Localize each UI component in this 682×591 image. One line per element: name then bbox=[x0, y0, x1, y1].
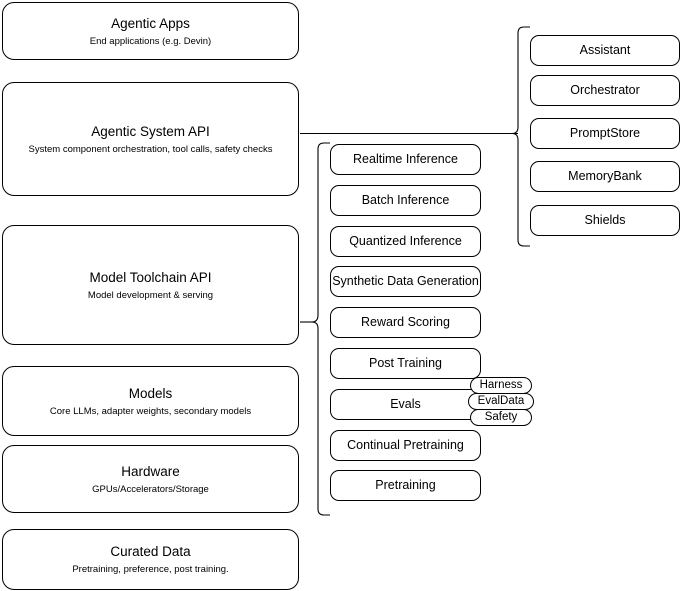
capability-box-continual-pretraining[interactable]: Continual Pretraining bbox=[330, 430, 481, 461]
capability-box-post-training[interactable]: Post Training bbox=[330, 348, 481, 379]
component-label: PromptStore bbox=[569, 126, 641, 140]
capability-label: Synthetic Data Generation bbox=[332, 274, 479, 288]
component-label: Assistant bbox=[579, 43, 631, 57]
component-box-assistant[interactable]: Assistant bbox=[530, 35, 680, 66]
capability-label: Batch Inference bbox=[361, 193, 450, 207]
capability-box-batch-inference[interactable]: Batch Inference bbox=[330, 185, 481, 216]
layer-title: Curated Data bbox=[110, 544, 191, 559]
layer-subtitle: End applications (e.g. Devin) bbox=[89, 35, 212, 47]
layer-title: Hardware bbox=[121, 463, 180, 479]
capability-label: Continual Pretraining bbox=[347, 438, 464, 452]
component-label: Orchestrator bbox=[570, 83, 640, 97]
component-box-orchestrator[interactable]: Orchestrator bbox=[530, 75, 680, 106]
capability-label: Reward Scoring bbox=[361, 315, 450, 329]
layer-subtitle: Core LLMs, adapter weights, secondary mo… bbox=[49, 405, 252, 417]
capability-box-reward-scoring[interactable]: Reward Scoring bbox=[330, 307, 481, 338]
component-box-promptstore[interactable]: PromptStore bbox=[530, 118, 680, 149]
layer-subtitle: Pretraining, preference, post training. bbox=[72, 564, 229, 575]
capability-box-pretraining[interactable]: Pretraining bbox=[330, 470, 481, 501]
capability-label: Post Training bbox=[369, 356, 442, 370]
capability-box-evals[interactable]: Evals bbox=[330, 389, 481, 420]
badge-safety[interactable]: Safety bbox=[470, 409, 532, 426]
layer-box-agentic-apps[interactable]: Agentic Apps End applications (e.g. Devi… bbox=[2, 2, 299, 60]
layer-title: Agentic System API bbox=[91, 123, 210, 139]
capability-box-quantized-inference[interactable]: Quantized Inference bbox=[330, 226, 481, 257]
capability-label: Realtime Inference bbox=[353, 152, 458, 166]
layer-subtitle: Model development & serving bbox=[87, 289, 214, 301]
badge-harness[interactable]: Harness bbox=[470, 377, 532, 394]
layer-title: Models bbox=[128, 385, 173, 401]
badge-evaldata[interactable]: EvalData bbox=[468, 393, 534, 410]
layer-box-curated-data[interactable]: Curated Data Pretraining, preference, po… bbox=[2, 529, 299, 590]
layer-box-models[interactable]: Models Core LLMs, adapter weights, secon… bbox=[2, 366, 299, 436]
capability-label: Pretraining bbox=[375, 478, 436, 492]
capability-box-realtime-inference[interactable]: Realtime Inference bbox=[330, 144, 481, 175]
layer-subtitle: System component orchestration, tool cal… bbox=[28, 143, 273, 155]
component-label: MemoryBank bbox=[568, 169, 642, 183]
layer-subtitle: GPUs/Accelerators/Storage bbox=[92, 483, 209, 495]
bracket-system-components bbox=[511, 26, 530, 247]
layer-box-agentic-system-api[interactable]: Agentic System API System component orch… bbox=[2, 82, 299, 196]
layer-title: Agentic Apps bbox=[111, 15, 190, 31]
component-label: Shields bbox=[584, 213, 626, 227]
component-box-memorybank[interactable]: MemoryBank bbox=[530, 161, 680, 192]
capability-label: Evals bbox=[390, 397, 421, 411]
layer-box-model-toolchain-api[interactable]: Model Toolchain API Model development & … bbox=[2, 225, 299, 345]
bracket-toolchain-capabilities bbox=[311, 142, 330, 516]
capability-box-synthetic-data-generation[interactable]: Synthetic Data Generation bbox=[330, 266, 481, 297]
capability-label: Quantized Inference bbox=[349, 234, 462, 248]
layer-box-hardware[interactable]: Hardware GPUs/Accelerators/Storage bbox=[2, 445, 299, 513]
layer-title: Model Toolchain API bbox=[89, 269, 212, 285]
component-box-shields[interactable]: Shields bbox=[530, 205, 680, 236]
